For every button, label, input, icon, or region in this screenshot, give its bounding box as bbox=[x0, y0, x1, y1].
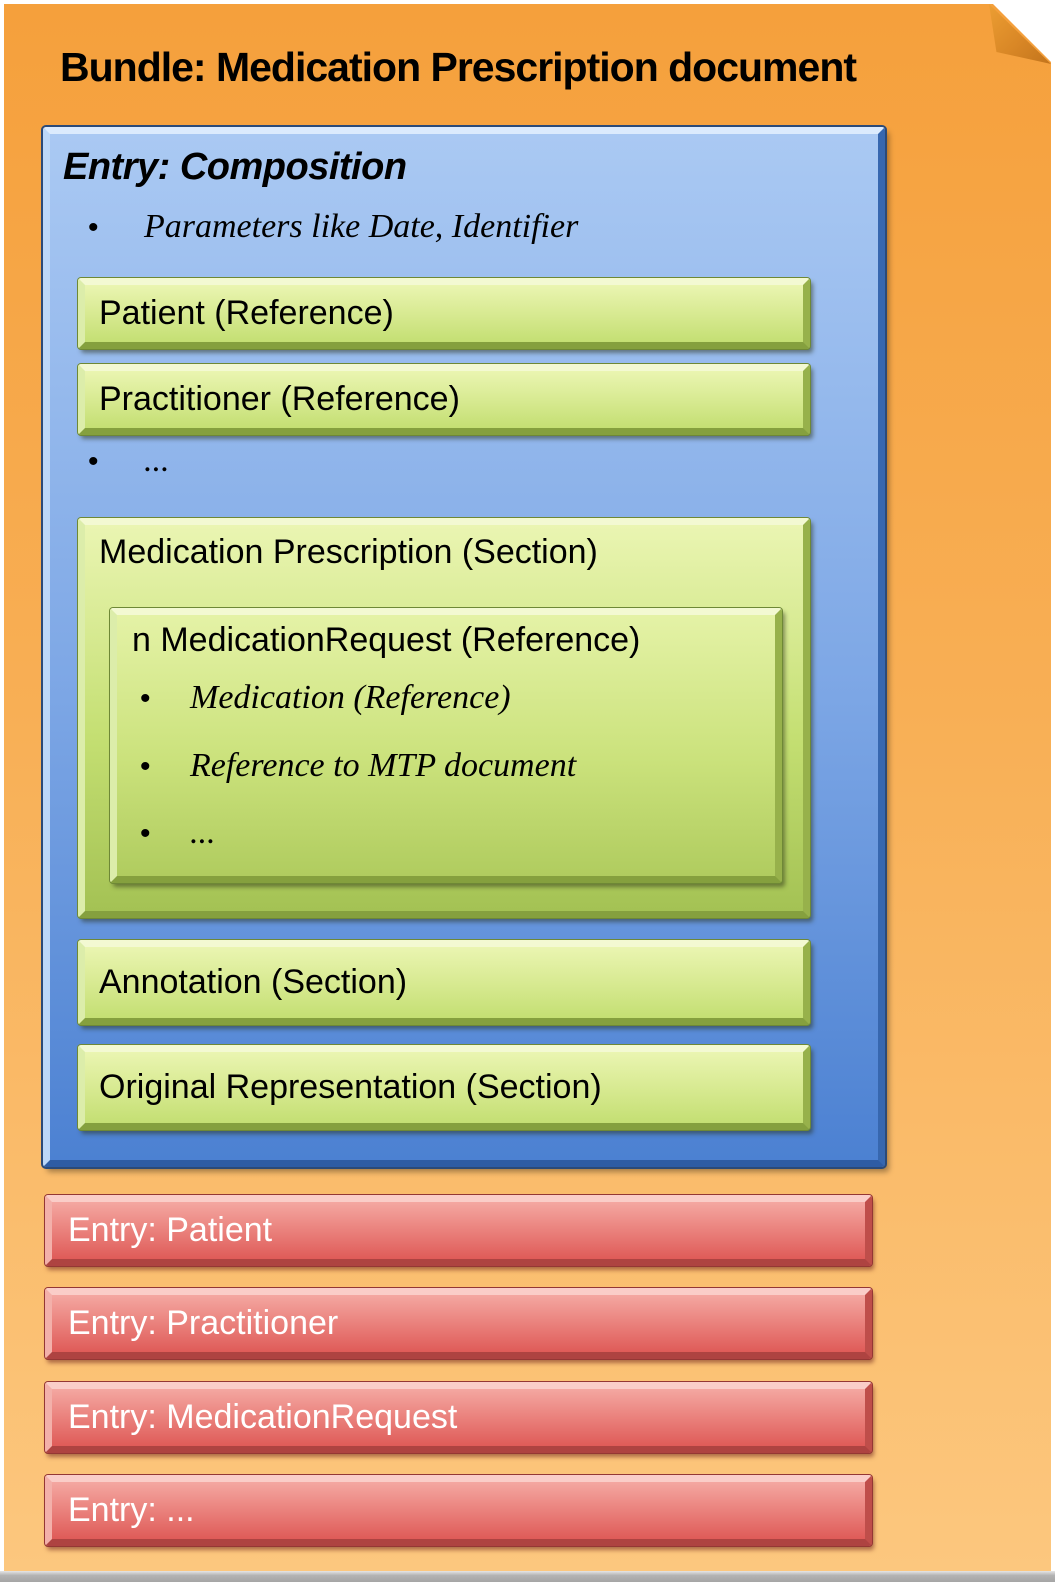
patient-reference-box: Patient (Reference) bbox=[78, 278, 810, 349]
bullet-parameters: • Parameters like Date, Identifier bbox=[88, 208, 578, 256]
bullet-icon: • bbox=[140, 817, 151, 850]
practitioner-reference-box: Practitioner (Reference) bbox=[78, 364, 810, 435]
bullet-ellipsis-composition-text: ... bbox=[144, 442, 170, 479]
bullet-icon: • bbox=[140, 750, 151, 783]
bundle-title: Bundle: Medication Prescription document bbox=[60, 44, 857, 90]
original-representation-box: Original Representation (Section) bbox=[78, 1045, 810, 1130]
bullet-icon: • bbox=[88, 211, 99, 244]
medication-request-title: n MedicationRequest (Reference) bbox=[132, 621, 641, 659]
medication-section-box: Medication Prescription (Section) n Medi… bbox=[78, 518, 810, 918]
entry-practitioner-label: Entry: Practitioner bbox=[68, 1304, 339, 1342]
original-representation-label: Original Representation (Section) bbox=[99, 1068, 602, 1106]
bullet-mtp-reference-text: Reference to MTP document bbox=[190, 747, 577, 784]
entry-ellipsis-box: Entry: ... bbox=[45, 1475, 872, 1546]
patient-reference-label: Patient (Reference) bbox=[99, 294, 394, 332]
entry-medicationrequest-label: Entry: MedicationRequest bbox=[68, 1398, 458, 1436]
entry-practitioner-box: Entry: Practitioner bbox=[45, 1288, 872, 1359]
bullet-icon: • bbox=[88, 445, 99, 478]
medication-request-box: n MedicationRequest (Reference) • Medica… bbox=[110, 608, 782, 883]
entry-medicationrequest-box: Entry: MedicationRequest bbox=[45, 1382, 872, 1453]
bullet-ellipsis-request: • ... bbox=[140, 814, 216, 862]
entry-ellipsis-label: Entry: ... bbox=[68, 1491, 195, 1529]
bullet-ellipsis-request-text: ... bbox=[190, 814, 216, 851]
annotation-section-box: Annotation (Section) bbox=[78, 940, 810, 1025]
practitioner-reference-label: Practitioner (Reference) bbox=[99, 380, 460, 418]
entry-patient-label: Entry: Patient bbox=[68, 1211, 273, 1249]
entry-patient-box: Entry: Patient bbox=[45, 1195, 872, 1266]
medication-section-title: Medication Prescription (Section) bbox=[99, 533, 598, 571]
bullet-ellipsis-composition: • ... bbox=[88, 442, 170, 490]
bullet-icon: • bbox=[140, 682, 151, 715]
bullet-parameters-text: Parameters like Date, Identifier bbox=[144, 208, 579, 245]
bullet-medication-reference-text: Medication (Reference) bbox=[190, 679, 511, 716]
bullet-mtp-reference: • Reference to MTP document bbox=[140, 747, 576, 795]
annotation-section-label: Annotation (Section) bbox=[99, 963, 408, 1001]
bundle-note: Bundle: Medication Prescription document… bbox=[4, 4, 1051, 1571]
bottom-edge bbox=[0, 1571, 1055, 1582]
composition-title: Entry: Composition bbox=[63, 146, 407, 188]
bullet-medication-reference: • Medication (Reference) bbox=[140, 679, 511, 727]
composition-box: Entry: Composition • Parameters like Dat… bbox=[43, 127, 885, 1167]
